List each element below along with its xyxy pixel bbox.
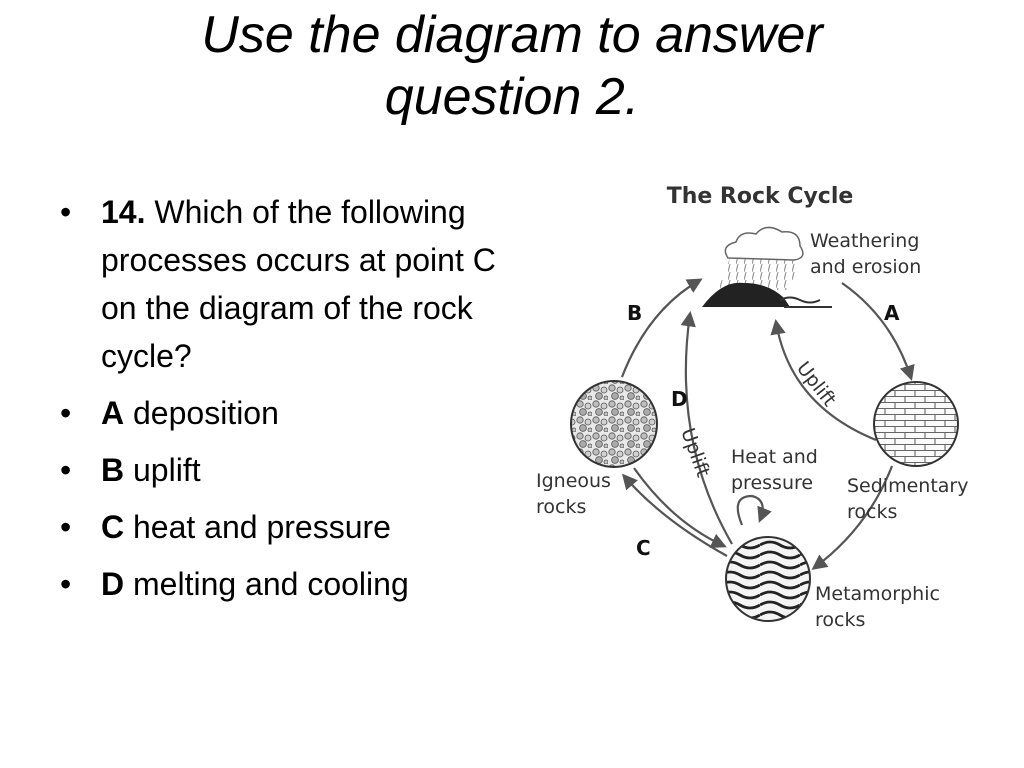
point-b-label: B [627,301,642,325]
arrow-d [680,310,733,545]
hill-icon [702,282,790,307]
option-b: B uplift [60,446,500,494]
diagram-title: The Rock Cycle [667,184,854,209]
sedimentary-label-line1: Sedimentary [847,475,968,497]
option-b-letter: B [101,452,125,488]
option-c-text: heat and pressure [133,509,391,545]
title-line-1: Use the diagram to answer [201,6,823,64]
option-a-text: deposition [133,395,279,431]
arrow-sedimentary-metamorphic [811,465,894,570]
point-d-label: D [671,387,688,411]
option-a: A deposition [60,389,500,437]
sedimentary-rock-icon [873,381,959,467]
igneous-rock-icon [570,380,658,468]
arrow-a [841,282,915,381]
igneous-label-line2: rocks [536,496,586,518]
title-line-2: question 2. [384,68,640,126]
metamorphic-rock-icon [725,536,811,622]
arrow-uplift-sedimentary [770,318,877,442]
weathering-label-line2: and erosion [810,256,921,278]
metamorphic-label-line2: rocks [815,609,865,631]
option-c: C heat and pressure [60,503,500,551]
igneous-label-line1: Igneous [536,470,611,492]
option-a-letter: A [101,395,125,431]
metamorphic-label-line1: Metamorphic [815,583,940,605]
question-item: 14. Which of the following processes occ… [60,188,500,380]
option-c-letter: C [101,509,125,545]
point-a-label: A [884,301,900,325]
water-icon [779,296,832,308]
weathering-label-line1: Weathering [810,230,919,252]
slide-title: Use the diagram to answer question 2. [112,4,912,128]
arrow-c [621,473,728,557]
heat-pressure-label-line1: Heat and [731,446,818,468]
rain-icon [718,258,800,290]
arrow-heat-pressure-loop [736,494,772,526]
point-c-label: C [636,536,651,560]
rock-cycle-diagram: The Rock Cycle Weathering and erosion A … [536,184,968,631]
option-b-text: uplift [133,452,201,488]
option-d-letter: D [101,566,125,602]
arrow-igneous-metamorphic [633,467,727,548]
uplift-label-metamorphic: Uplift [676,425,714,480]
option-d: D melting and cooling [60,560,500,608]
question-text: Which of the following processes occurs … [101,194,496,374]
cycle-arrows [620,278,915,570]
cloud-icon [724,226,804,261]
question-number: 14. [101,194,146,230]
arrow-b [620,278,703,378]
heat-pressure-label-line2: pressure [731,472,813,494]
weathering-scene [702,226,832,308]
option-d-text: melting and cooling [133,566,409,602]
sedimentary-label-line2: rocks [847,501,897,523]
question-list: 14. Which of the following processes occ… [60,188,500,617]
